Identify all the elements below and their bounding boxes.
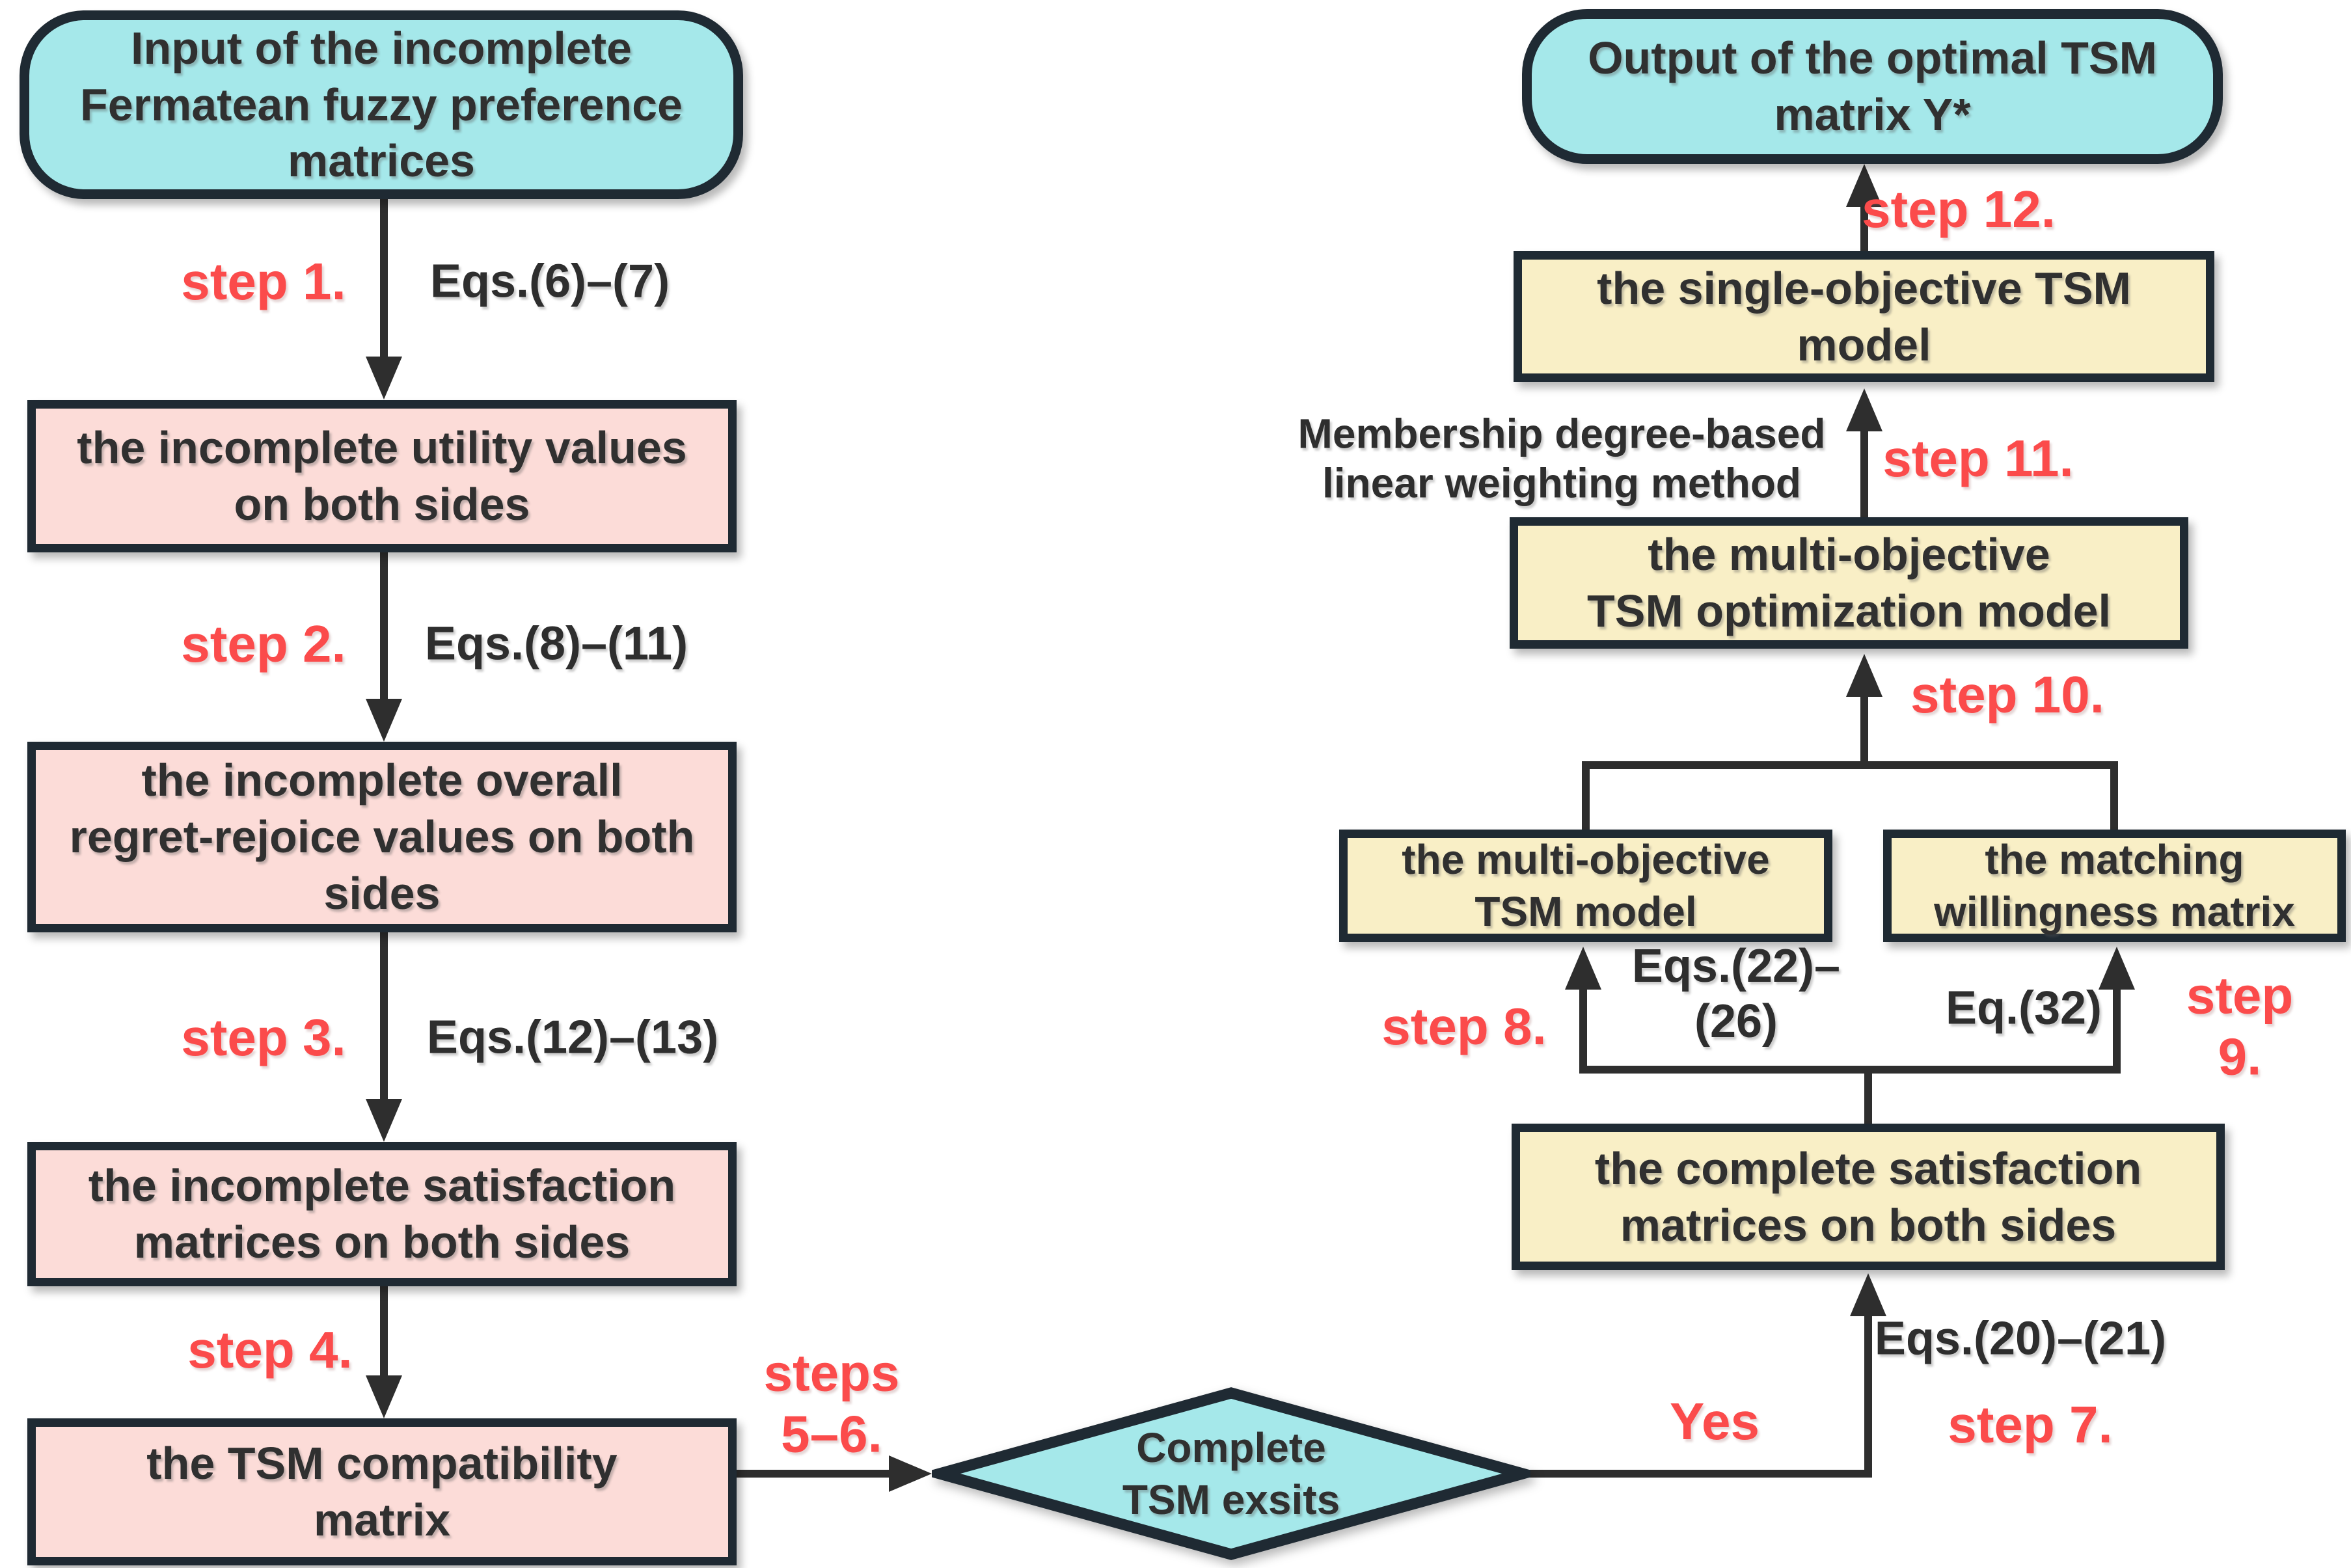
step-10-label: step 10. [1910, 665, 2104, 723]
node-multi-objective-optimization: the multi-objective TSM optimization mod… [1510, 517, 2188, 649]
node-regret-rejoice: the incomplete overall regret-rejoice va… [27, 742, 737, 932]
node-multi-objective-model: the multi-objective TSM model [1339, 830, 1832, 942]
arrowhead-right-icon [889, 1455, 932, 1492]
node-label: the multi-objective TSM optimization mod… [1587, 529, 2111, 636]
arrowhead-up-icon [1850, 1273, 1886, 1316]
node-complete-satisfaction: the complete satisfaction matrices on bo… [1512, 1124, 2225, 1270]
node-label: the complete satisfaction matrices on bo… [1594, 1142, 2142, 1250]
node-label: the incomplete satisfaction matrices on … [88, 1160, 676, 1267]
node-label: Input of the incomplete Fermatean fuzzy … [80, 22, 683, 187]
eq-32-label: Eq.(32) [1945, 982, 2102, 1034]
step-2-label: step 2. [181, 614, 346, 673]
eqs-8-11-label: Eqs.(8)–(11) [424, 617, 688, 670]
node-label: Output of the optimal TSM matrix Y* [1588, 33, 2157, 140]
eqs-6-7-label: Eqs.(6)–(7) [429, 255, 670, 308]
node-label: the TSM compatibility matrix [146, 1438, 618, 1545]
step-11-label: step 11. [1882, 429, 2074, 487]
node-label: the incomplete overall regret-rejoice va… [69, 755, 695, 919]
node-label: the incomplete utility values on both si… [77, 422, 687, 530]
step-3-label: step 3. [181, 1008, 346, 1066]
steps-5-6-label: steps 5–6. [763, 1344, 900, 1463]
arrowhead-up-icon [1846, 164, 1882, 207]
diamond-shape [919, 1387, 1543, 1560]
connector-decision-yes [1527, 1312, 1872, 1478]
arrowhead-down-icon [366, 1099, 402, 1142]
node-matching-willingness: the matching willingness matrix [1883, 830, 2346, 942]
node-input-terminal: Input of the incomplete Fermatean fuzzy … [20, 10, 743, 199]
node-label: the single-objective TSM model [1597, 262, 2131, 370]
connector-join-right [1860, 761, 2118, 833]
eqs-20-21-label: Eqs.(20)–(21) [1874, 1312, 2167, 1365]
arrowhead-down-icon [366, 1375, 402, 1418]
step-4-label: step 4. [187, 1320, 353, 1379]
node-label: Complete TSM exsits [1122, 1424, 1340, 1523]
arrowhead-up-icon [2099, 947, 2135, 990]
connector-split-left [1579, 986, 1872, 1128]
step-9-label: step 9. [2186, 966, 2294, 1086]
arrowhead-up-icon [1565, 947, 1601, 990]
step-12-label: step 12. [1862, 180, 2056, 238]
arrowhead-up-icon [1846, 654, 1882, 697]
node-output-terminal: Output of the optimal TSM matrix Y* [1522, 9, 2223, 164]
node-label: the multi-objective TSM model [1402, 836, 1770, 935]
step-1-label: step 1. [181, 252, 346, 310]
node-incomplete-utility: the incomplete utility values on both si… [27, 400, 737, 552]
connector-split-right [1864, 986, 2121, 1074]
arrowhead-down-icon [366, 699, 402, 742]
membership-method-label: Membership degree-based linear weighting… [1298, 410, 1826, 506]
arrowhead-down-icon [366, 357, 402, 399]
node-tsm-compatibility: the TSM compatibility matrix [27, 1418, 737, 1565]
eqs-22-26-label: Eqs.(22)– (26) [1631, 940, 1841, 1048]
step-7-label: step 7. [1948, 1395, 2113, 1453]
node-decision-diamond: Complete TSM exsits [919, 1386, 1543, 1561]
node-incomplete-satisfaction: the incomplete satisfaction matrices on … [27, 1142, 737, 1286]
eqs-12-13-label: Eqs.(12)–(13) [426, 1011, 719, 1064]
step-8-label: step 8. [1381, 997, 1547, 1055]
node-single-objective: the single-objective TSM model [1514, 251, 2214, 382]
node-label: the matching willingness matrix [1934, 836, 2295, 935]
connector-join-left [1582, 693, 1868, 833]
yes-label: Yes [1670, 1392, 1760, 1450]
arrowhead-up-icon [1846, 388, 1882, 431]
